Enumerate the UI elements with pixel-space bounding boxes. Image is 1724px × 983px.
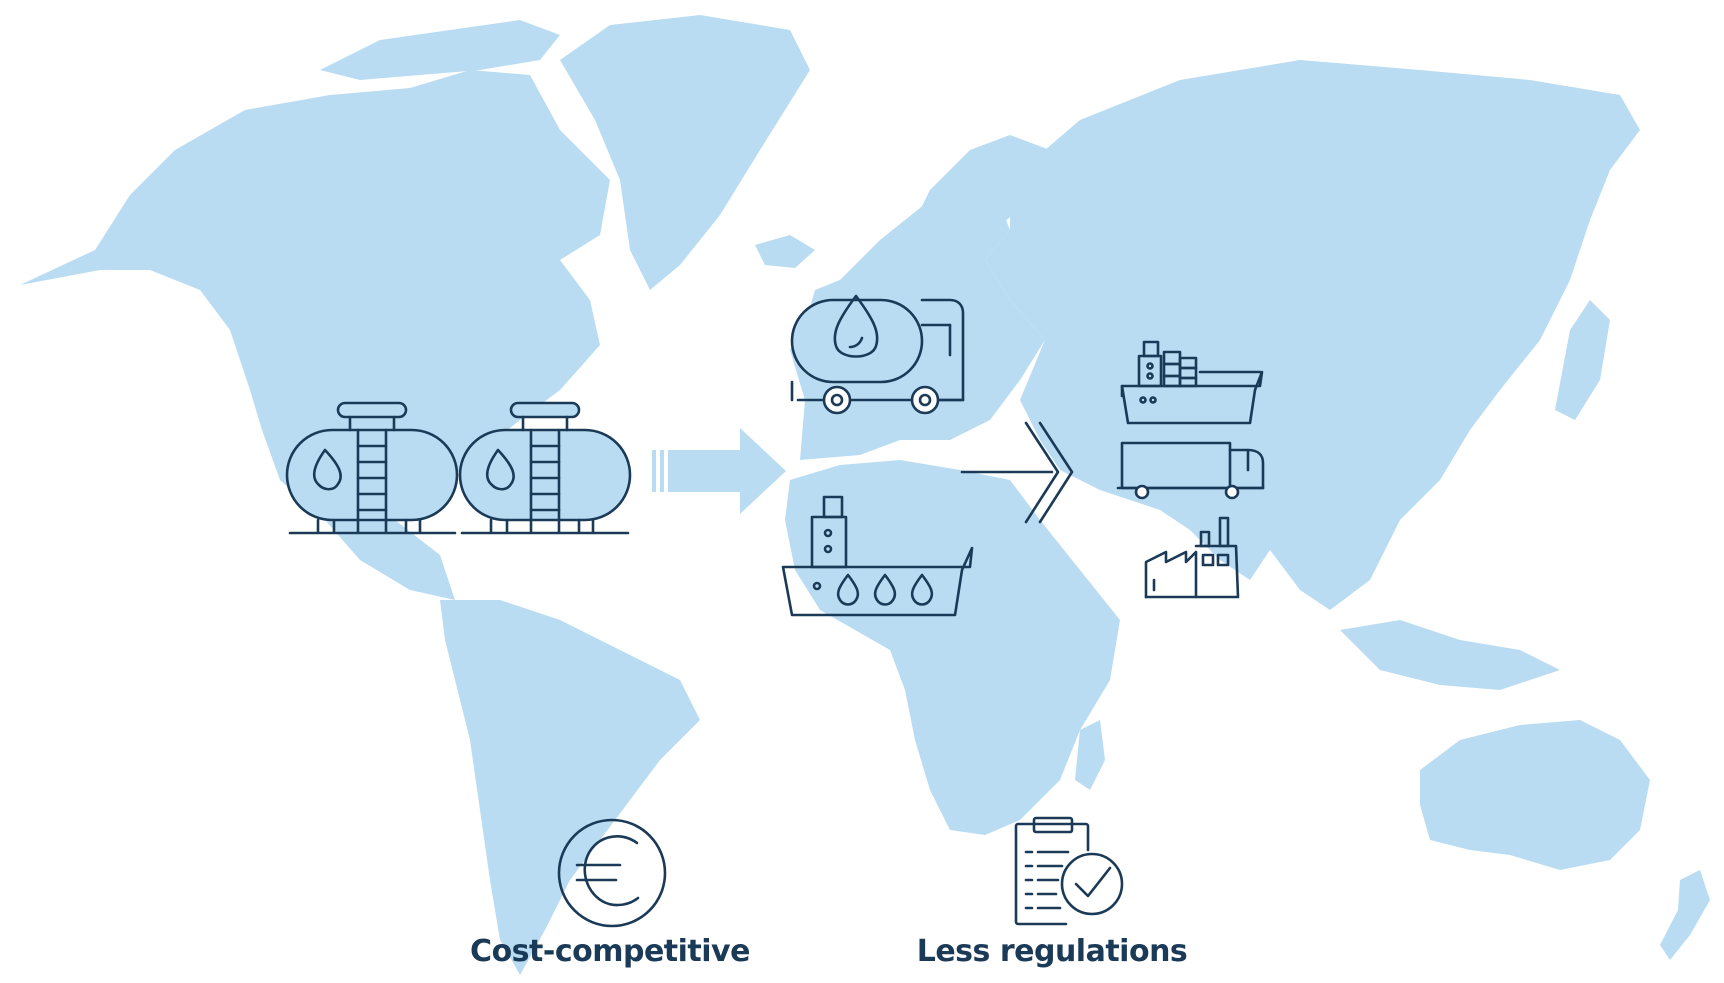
box-truck-icon bbox=[1116, 441, 1265, 500]
japan-landmass bbox=[1555, 300, 1610, 420]
double-chevron-icon bbox=[960, 421, 1074, 524]
southeast-asia-islands-landmass bbox=[1340, 620, 1560, 690]
greenland-landmass bbox=[560, 15, 810, 290]
iceland-landmass bbox=[755, 235, 815, 268]
madagascar-landmass bbox=[1075, 720, 1105, 790]
oil-tanker-ship-icon bbox=[781, 495, 974, 617]
south-america-landmass bbox=[440, 600, 700, 975]
world-map bbox=[20, 15, 1710, 975]
checklist-icon bbox=[1014, 816, 1124, 926]
euro-coin-icon bbox=[557, 818, 667, 928]
less-regulations-caption: Less regulations bbox=[916, 934, 1188, 969]
factory-icon bbox=[1144, 516, 1240, 599]
asia-landmass bbox=[985, 60, 1640, 610]
container-ship-icon bbox=[1120, 340, 1264, 425]
arrow-right-icon bbox=[652, 428, 786, 514]
arctic-islands-landmass bbox=[320, 20, 560, 80]
africa-landmass bbox=[785, 460, 1120, 835]
tanker-truck-icon bbox=[790, 294, 965, 415]
new-zealand-landmass bbox=[1660, 870, 1710, 960]
storage-tank-icon bbox=[458, 401, 632, 535]
cost-competitive-caption: Cost-competitive bbox=[470, 934, 750, 969]
storage-tank-icon bbox=[285, 401, 459, 535]
scandinavia-landmass bbox=[900, 135, 1050, 280]
australia-landmass bbox=[1420, 720, 1650, 870]
